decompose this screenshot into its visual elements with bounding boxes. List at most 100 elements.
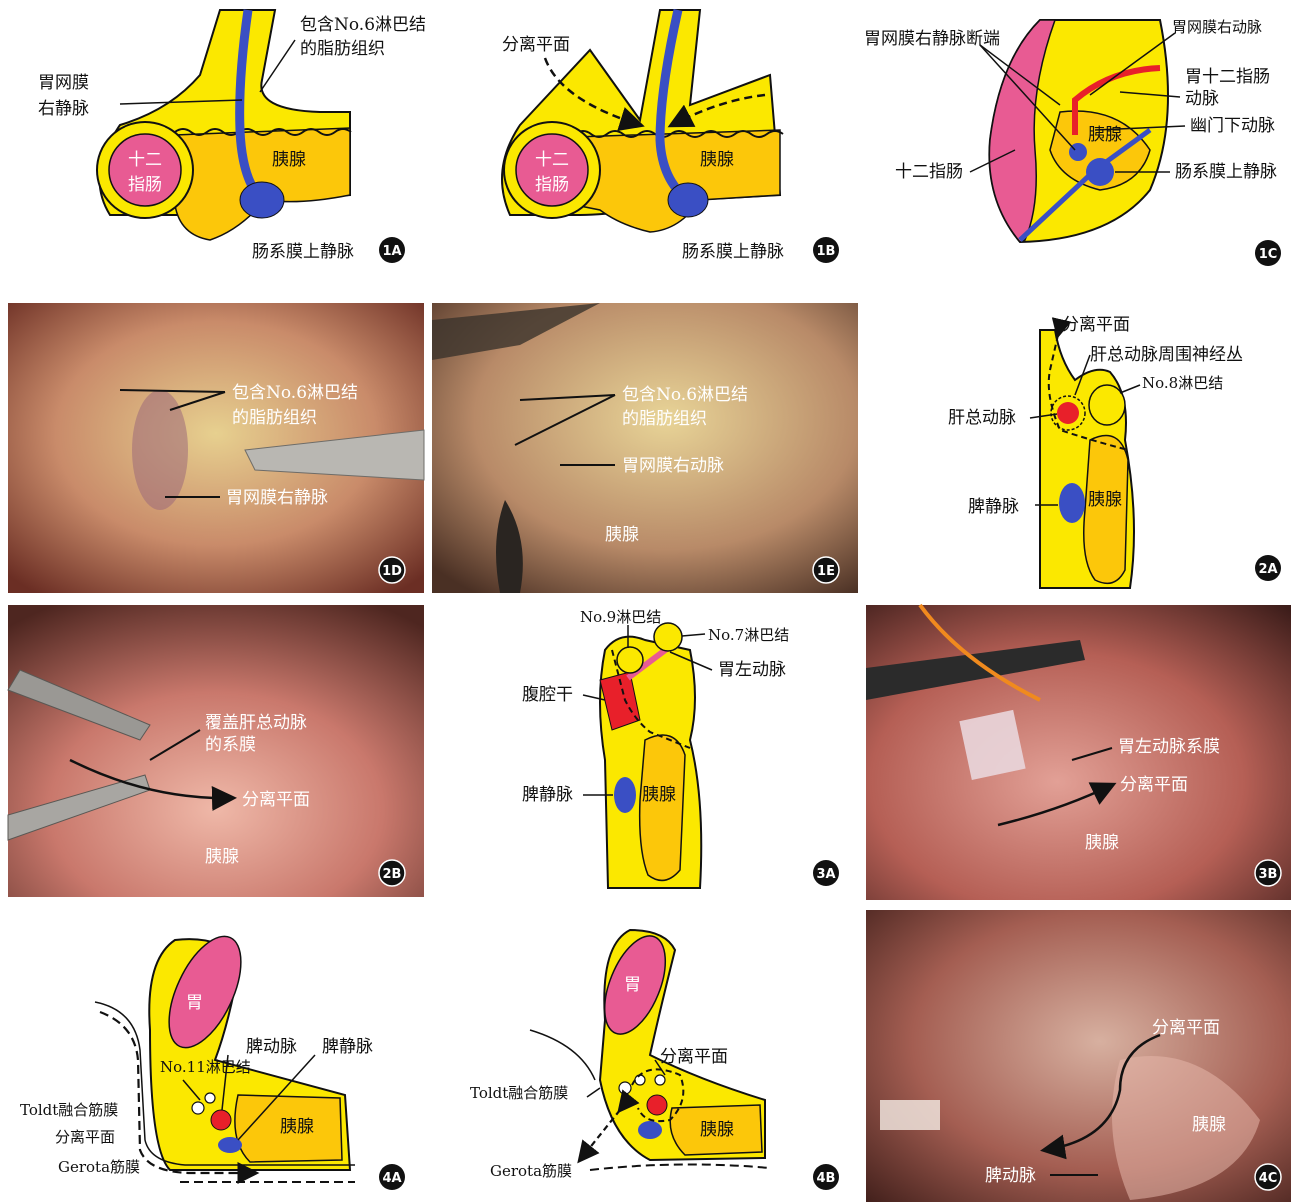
- label-pancreas: 胰腺: [1192, 1115, 1226, 1135]
- pancreas-shape: [575, 130, 780, 232]
- label-fat-line1: 包含No.6淋巴结: [300, 15, 426, 35]
- label-fat-line2: 的脂肪组织: [300, 39, 385, 59]
- label-cut-vein: 胃网膜右静脉断端: [864, 29, 1000, 49]
- panel-tag: 1D: [382, 564, 402, 579]
- label-vein: 胃网膜右静脉: [226, 488, 328, 508]
- label-pancreas: 胰腺: [1088, 125, 1122, 145]
- label-node11: No.11淋巴结: [160, 1058, 251, 1076]
- panel-1A: 包含No.6淋巴结 的脂肪组织 胃网膜 右静脉 十二 指肠 胰腺 肠系膜上静脉 …: [38, 10, 426, 263]
- panel-tag: 3B: [1259, 867, 1278, 882]
- panel-2B: 覆盖肝总动脉 的系膜 分离平面 胰腺 2B: [8, 605, 424, 897]
- panel-1E: 包含No.6淋巴结 的脂肪组织 胃网膜右动脉 胰腺 1E: [432, 303, 858, 593]
- label-mesentery-line2: 的系膜: [205, 735, 256, 755]
- label-node8: No.8淋巴结: [1142, 374, 1223, 392]
- label-pancreas: 胰腺: [280, 1117, 314, 1137]
- panel-3A: No.9淋巴结 No.7淋巴结 胃左动脉 腹腔干 脾静脉 胰腺 3A: [522, 608, 839, 888]
- duodenum-inner: [109, 134, 181, 206]
- label-splenic-artery: 脾动脉: [246, 1037, 297, 1057]
- panel-tag: 1C: [1259, 247, 1278, 262]
- splenic-vein-vessel: [638, 1121, 662, 1139]
- splenic-artery-vessel: [211, 1110, 231, 1130]
- duodenum-inner: [516, 134, 588, 206]
- smv-vessel: [240, 182, 284, 218]
- panel-4A: 胃 脾动脉 脾静脉 No.11淋巴结 Toldt融合筋膜 分离平面 Gerota…: [20, 926, 405, 1190]
- panel-tag: 3A: [816, 867, 835, 882]
- node-shape-3: [655, 1075, 665, 1085]
- label-smv: 肠系膜上静脉: [1175, 162, 1277, 182]
- label-artery: 胃网膜右动脉: [622, 456, 724, 476]
- label-fat-line2: 的脂肪组织: [232, 408, 317, 428]
- panel-1B: 分离平面 十二 指肠 胰腺 肠系膜上静脉 1B: [502, 10, 839, 263]
- pancreas-shape: [640, 735, 685, 880]
- label-rgea: 胃网膜右动脉: [1172, 18, 1262, 36]
- label-splenic-vein: 脾静脉: [522, 785, 573, 805]
- smv-vessel: [668, 183, 708, 217]
- panel-3B: 胃左动脉系膜 分离平面 胰腺 3B: [866, 605, 1291, 900]
- label-pancreas: 胰腺: [605, 525, 639, 545]
- label-duodenum-line2: 指肠: [535, 175, 569, 195]
- label-stomach: 胃: [624, 975, 641, 995]
- panel-1C: 胃网膜右静脉断端 胃网膜右动脉 胃十二指肠 动脉 幽门下动脉 胰腺 十二指肠 肠…: [864, 18, 1281, 266]
- label-stomach: 胃: [186, 993, 203, 1013]
- label-vein-line2: 右静脉: [38, 99, 89, 119]
- label-pancreas: 胰腺: [1085, 833, 1119, 853]
- label-fat-line1: 包含No.6淋巴结: [622, 385, 748, 405]
- label-subpyloric: 幽门下动脉: [1190, 116, 1275, 136]
- label-smv: 肠系膜上静脉: [682, 242, 784, 262]
- pointer-line: [587, 1088, 600, 1097]
- label-toldt: Toldt融合筋膜: [20, 1101, 118, 1119]
- panel-4C: 分离平面 胰腺 脾动脉 4C: [866, 910, 1291, 1202]
- label-fat-line2: 的脂肪组织: [622, 409, 707, 429]
- label-duodenum-line1: 十二: [128, 150, 162, 170]
- label-plane: 分离平面: [502, 35, 570, 55]
- panel-1D: 包含No.6淋巴结 的脂肪组织 胃网膜右静脉 1D: [8, 303, 424, 593]
- label-gda-line1: 胃十二指肠: [1185, 67, 1270, 87]
- label-pancreas: 胰腺: [700, 1120, 734, 1140]
- vessel-highlight: [132, 390, 188, 510]
- node11-shape-1: [192, 1102, 204, 1114]
- pointer-line: [682, 634, 705, 636]
- panel-tag: 2B: [383, 867, 402, 882]
- panel-tag: 4A: [382, 1171, 401, 1186]
- splenic-artery-vessel: [647, 1095, 667, 1115]
- label-plane: 分离平面: [55, 1128, 115, 1146]
- pointer-line: [1120, 385, 1140, 393]
- label-lga: 胃左动脉: [718, 660, 786, 680]
- panel-2A: 分离平面 肝总动脉周围神经丛 No.8淋巴结 肝总动脉 脾静脉 胰腺 2A: [948, 315, 1281, 588]
- label-splenic-artery: 脾动脉: [985, 1166, 1036, 1186]
- label-node7: No.7淋巴结: [708, 626, 789, 644]
- label-splenic-vein: 脾静脉: [968, 497, 1019, 517]
- panel-4B: 胃 分离平面 Toldt融合筋膜 Gerota筋膜 胰腺 4B: [470, 927, 839, 1190]
- label-duodenum: 十二指肠: [895, 162, 963, 182]
- panel-tag: 1A: [382, 244, 401, 259]
- label-plexus: 肝总动脉周围神经丛: [1090, 345, 1243, 365]
- panel-tag: 2A: [1258, 562, 1277, 577]
- label-pancreas: 胰腺: [272, 150, 306, 170]
- node9-shape: [617, 647, 643, 673]
- label-smv: 肠系膜上静脉: [252, 242, 354, 262]
- label-gerota: Gerota筋膜: [490, 1162, 572, 1180]
- node7-shape: [654, 623, 682, 651]
- label-vein-line1: 胃网膜: [38, 73, 89, 93]
- splenic-vein-vessel: [614, 777, 636, 813]
- panel-tag: 4B: [817, 1171, 836, 1186]
- label-pancreas: 胰腺: [642, 785, 676, 805]
- cha-vessel: [1057, 402, 1079, 424]
- label-plane: 分离平面: [1152, 1018, 1220, 1038]
- label-plane: 分离平面: [242, 790, 310, 810]
- label-toldt: Toldt融合筋膜: [470, 1084, 568, 1102]
- panel-tag: 4C: [1259, 1171, 1278, 1186]
- label-plane: 分离平面: [660, 1047, 728, 1067]
- label-mesentery: 胃左动脉系膜: [1118, 737, 1220, 757]
- label-pancreas: 胰腺: [700, 150, 734, 170]
- gerota-line: [590, 1164, 770, 1170]
- toldt-line: [530, 1030, 595, 1080]
- node11-shape-2: [205, 1093, 215, 1103]
- label-splenic-vein: 脾静脉: [322, 1037, 373, 1057]
- label-node9: No.9淋巴结: [580, 608, 661, 626]
- label-plane: 分离平面: [1120, 775, 1188, 795]
- label-gda-line2: 动脉: [1185, 89, 1219, 109]
- label-mesentery-line1: 覆盖肝总动脉: [205, 713, 307, 733]
- gauze-patch: [880, 1100, 940, 1130]
